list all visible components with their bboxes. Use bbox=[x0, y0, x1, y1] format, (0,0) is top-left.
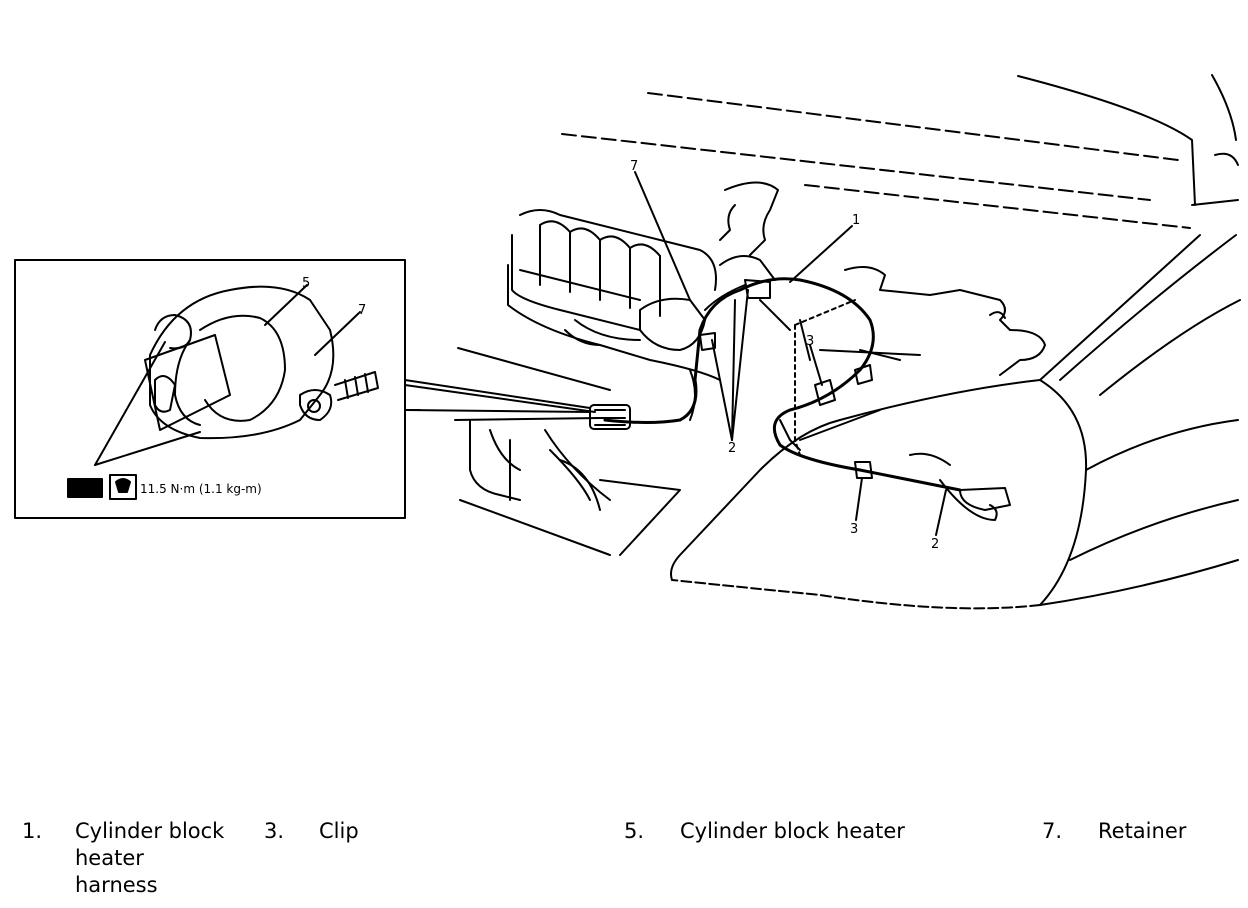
inset-detail-box bbox=[14, 259, 406, 519]
callout-1: 1 bbox=[852, 213, 860, 228]
callout-5-inset: 5 bbox=[302, 276, 310, 291]
legend-label: Cylinder block heater bbox=[680, 819, 905, 843]
heater-harness bbox=[589, 277, 1011, 521]
legend-number: 7. bbox=[1042, 819, 1063, 843]
leader-lines bbox=[634, 171, 947, 536]
callout-3-box: 3 bbox=[806, 334, 814, 349]
engine-compartment-diagram: 1 7 2 2 3 3 5 7 11.5 N·m (1.1 kg-m) bbox=[14, 74, 1241, 610]
legend-number: 5. bbox=[624, 819, 645, 843]
legend-label: Clip bbox=[319, 819, 359, 843]
callout-7: 7 bbox=[630, 159, 638, 174]
callout-2-harness: 2 bbox=[931, 537, 939, 552]
engine-block bbox=[459, 181, 1046, 556]
guide-lines bbox=[404, 347, 611, 421]
callout-7-inset: 7 bbox=[358, 303, 366, 318]
legend-label: Cylinder block heater harness bbox=[75, 819, 225, 897]
legend-label: Retainer bbox=[1098, 819, 1187, 843]
torque-icons bbox=[67, 474, 137, 500]
inset-connectors bbox=[404, 379, 596, 413]
callout-3: 3 bbox=[850, 522, 858, 537]
legend-number: 1. bbox=[22, 819, 43, 843]
front-bumper bbox=[670, 234, 1241, 610]
torque-spec: 11.5 N·m (1.1 kg-m) bbox=[140, 482, 262, 496]
legend-number: 3. bbox=[264, 819, 285, 843]
reference-box bbox=[794, 299, 921, 456]
callout-2-engine: 2 bbox=[728, 441, 736, 456]
hood-outline bbox=[561, 74, 1239, 229]
